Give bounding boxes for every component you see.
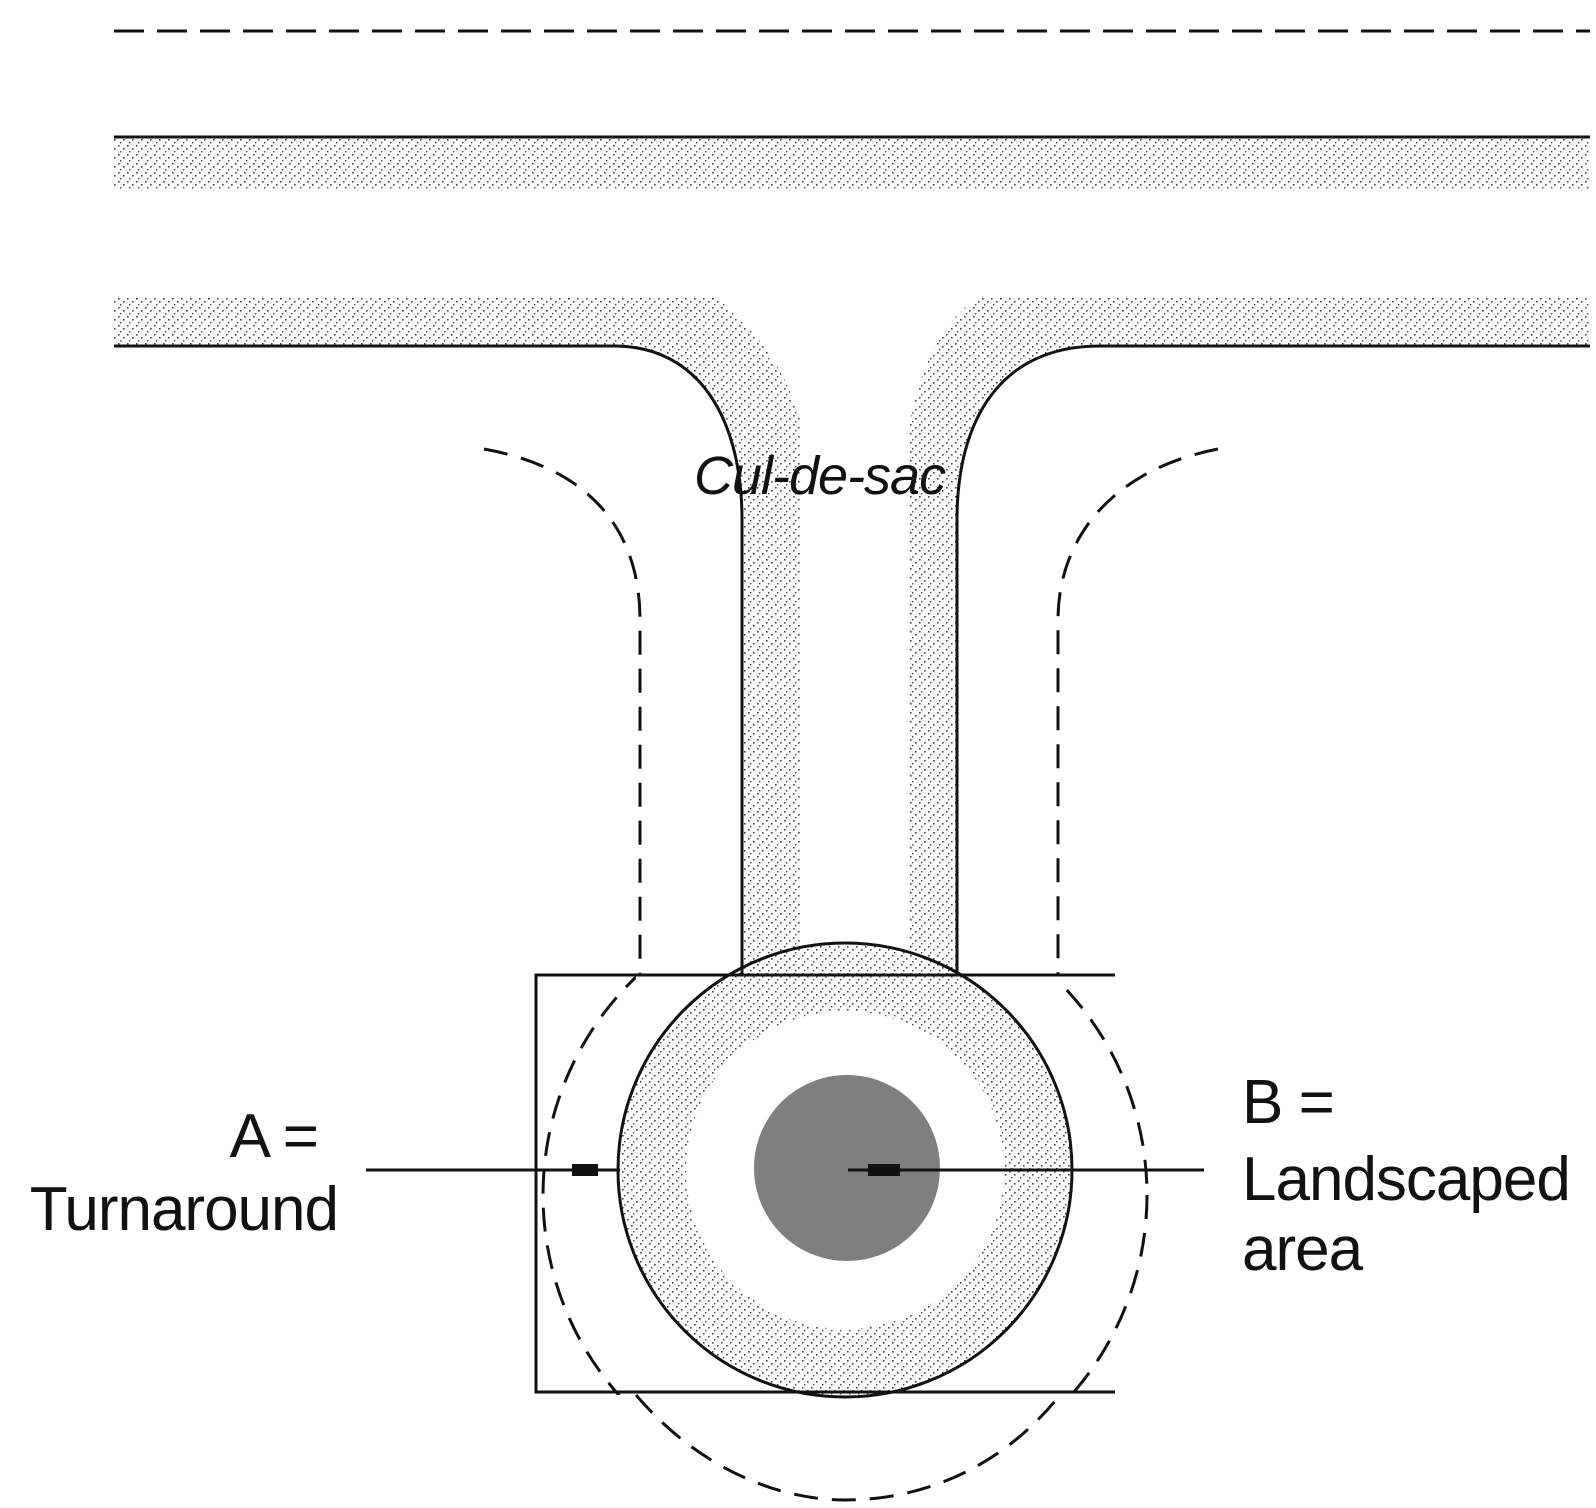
label-a-line2: Turnaround (30, 1175, 338, 1244)
label-b-line2: Landscaped (1242, 1145, 1570, 1214)
leader-a (366, 1164, 620, 1176)
label-a-line1: A = (230, 1102, 318, 1171)
right-of-way-lines (483, 447, 1219, 1502)
lower-sidewalk (114, 297, 1590, 975)
label-b-line3: area (1242, 1215, 1364, 1284)
upper-sidewalk (114, 135, 1590, 190)
title-label: Cul-de-sac (694, 446, 946, 506)
leader-b (848, 1164, 1204, 1176)
turnaround-box (534, 973, 1115, 1394)
landscaped-area (754, 1075, 940, 1261)
label-b-line1: B = (1242, 1068, 1334, 1137)
